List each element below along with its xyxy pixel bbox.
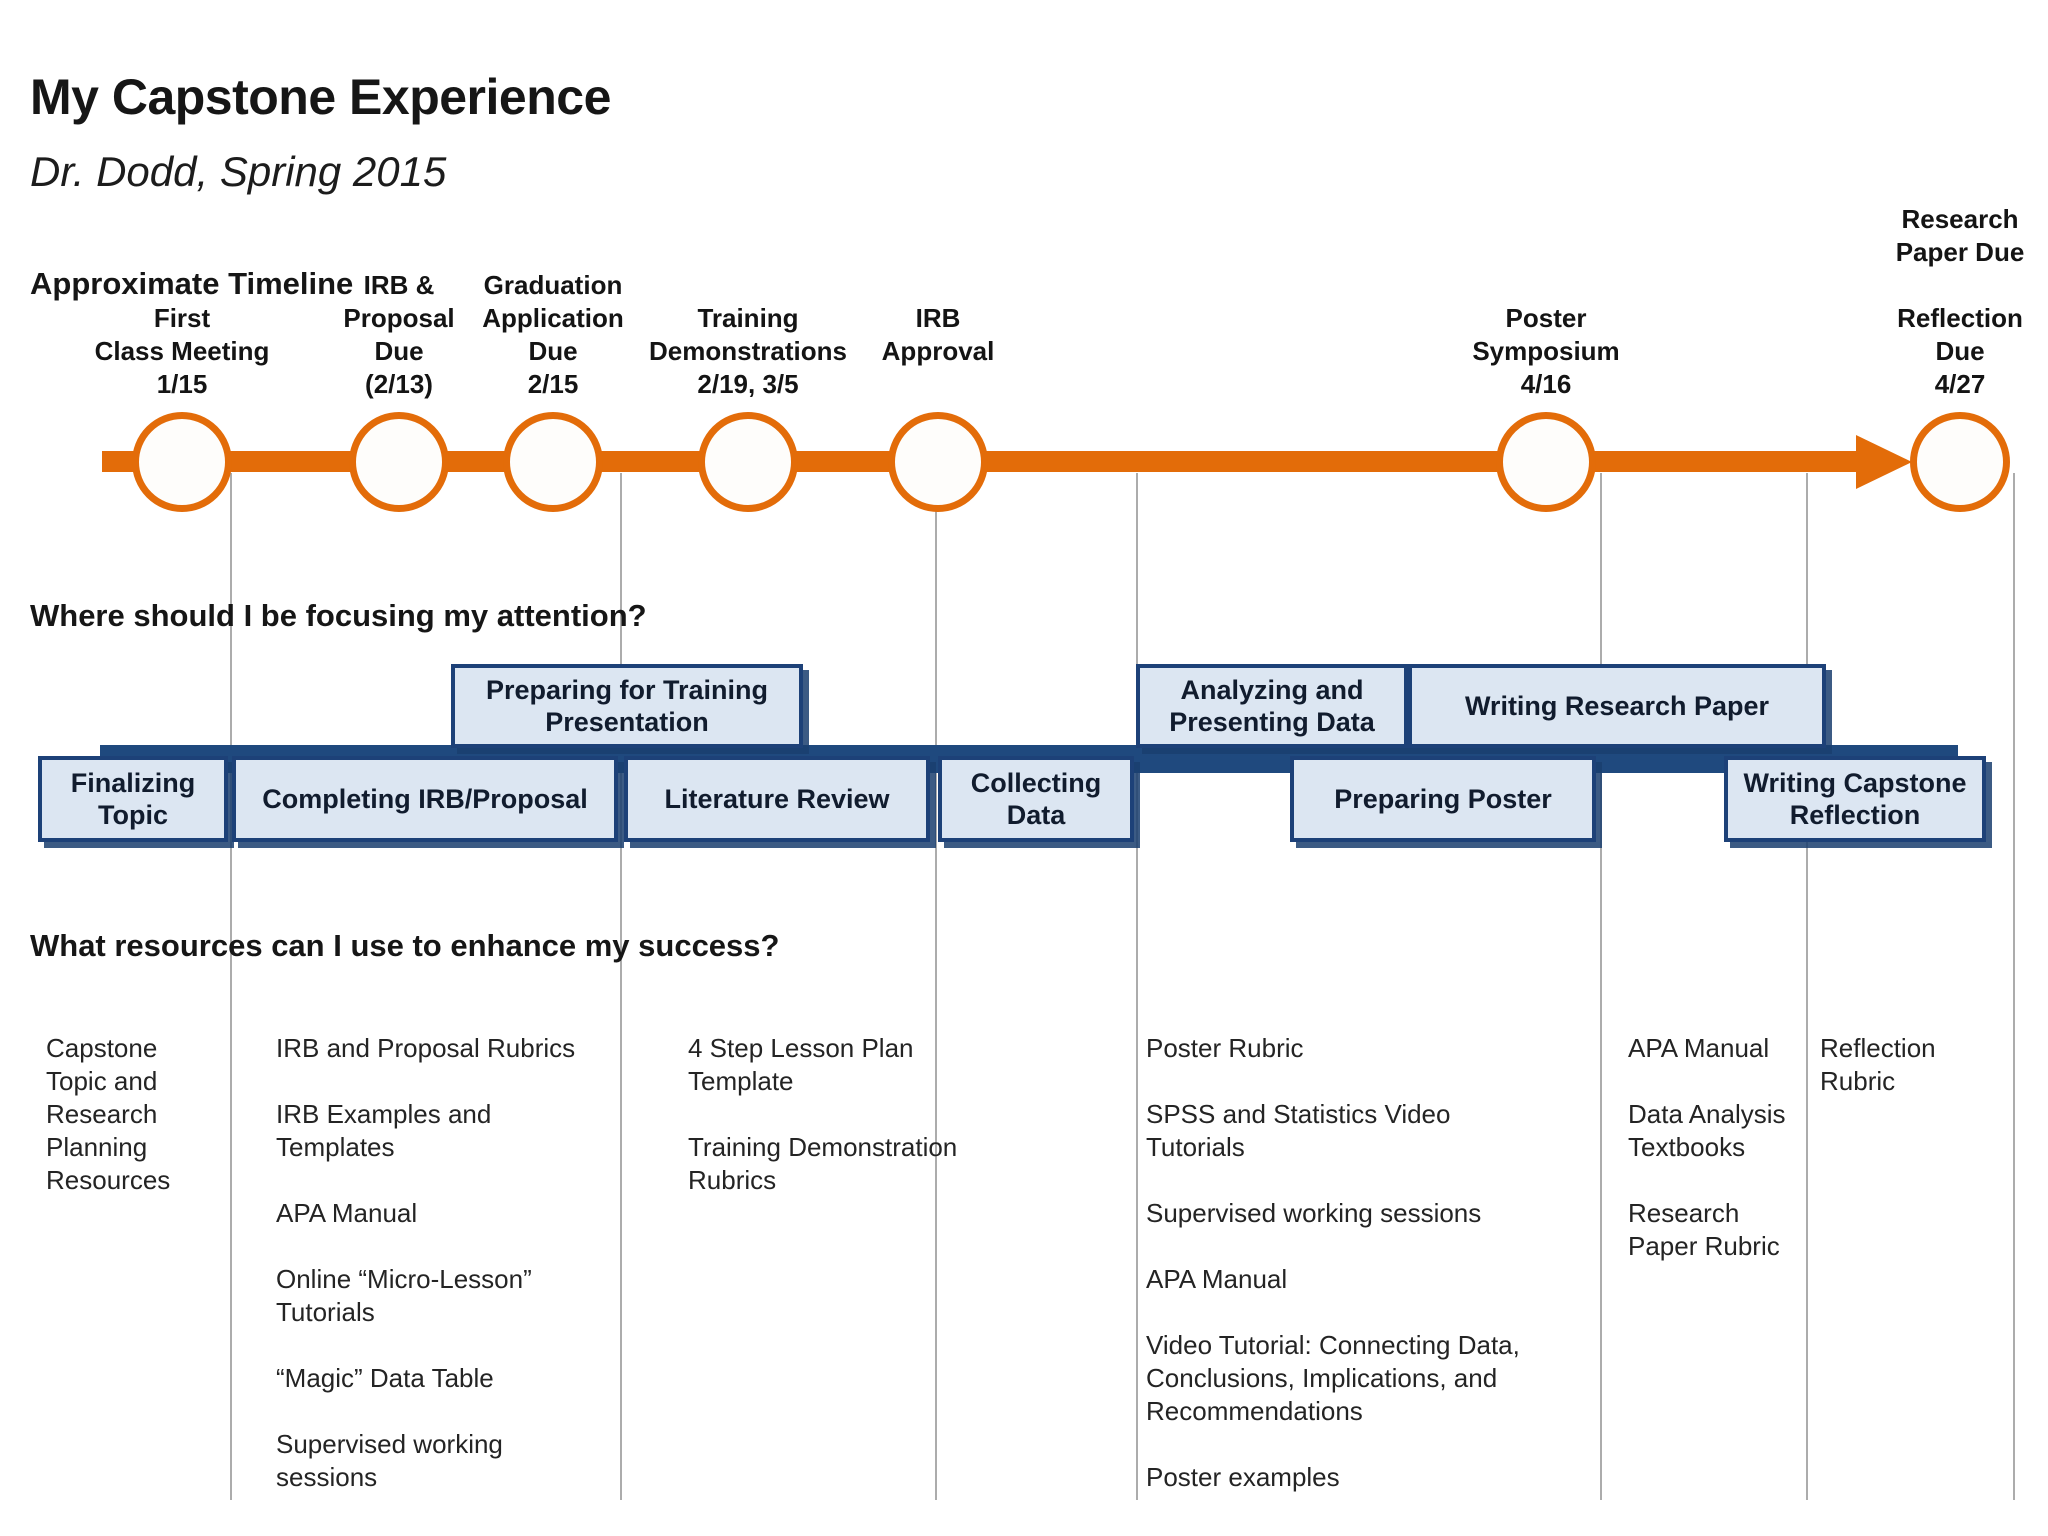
milestone-end-label: Research Paper Due xyxy=(1895,204,2025,267)
resource-item: Online “Micro-Lesson” Tutorials xyxy=(276,1264,532,1327)
resource-item: IRB Examples and Templates xyxy=(276,1099,492,1162)
resource-item: Poster Rubric xyxy=(1146,1033,1304,1063)
resource-item: “Magic” Data Table xyxy=(276,1363,494,1393)
focus-box-literature-review: Literature Review xyxy=(624,756,930,842)
divider-line xyxy=(2013,473,2015,1500)
resource-item: APA Manual xyxy=(1628,1033,1770,1063)
timeline-heading: Approximate Timeline xyxy=(30,266,354,301)
timeline-arrowhead-icon xyxy=(1856,435,1912,489)
resource-item: Training Demonstration Rubrics xyxy=(688,1132,958,1195)
divider-line xyxy=(620,473,622,1500)
focus-box-analyzing-data: Analyzing and Presenting Data xyxy=(1136,664,1408,748)
milestone-circle xyxy=(349,412,449,512)
milestone-circle xyxy=(132,412,232,512)
resource-item: Research Paper Rubric xyxy=(1628,1198,1780,1261)
resource-column-poster-analysis: Poster Rubric SPSS and Statistics Video … xyxy=(1146,1032,1576,1527)
milestone-label: Graduation Application Due 2/15 xyxy=(482,270,624,399)
divider-line xyxy=(1806,473,1808,1500)
resource-item: Supervised working sessions xyxy=(1146,1198,1482,1228)
focus-box-collecting-data: Collecting Data xyxy=(938,756,1134,842)
milestone-label: First Class Meeting 1/15 xyxy=(94,303,270,399)
resource-item: Data Analysis Textbooks xyxy=(1628,1099,1786,1162)
milestone-circle xyxy=(888,412,988,512)
milestone-circle xyxy=(698,412,798,512)
focus-box-writing-paper: Writing Research Paper xyxy=(1408,664,1826,748)
milestone-label: Reflection Due 4/27 xyxy=(1897,303,2023,399)
resource-item: Supervised working sessions xyxy=(276,1429,503,1492)
resource-item: Capstone Topic and Research Planning Res… xyxy=(46,1033,171,1195)
milestone-label: IRB Approval xyxy=(881,303,995,366)
resource-item: Poster examples xyxy=(1146,1462,1340,1492)
milestone-circle xyxy=(1910,412,2010,512)
divider-line xyxy=(935,473,937,1500)
focus-box-capstone-reflection: Writing Capstone Reflection xyxy=(1724,756,1986,842)
resource-item: APA Manual xyxy=(1146,1264,1288,1294)
milestone-label: Poster Symposium 4/16 xyxy=(1472,303,1620,399)
focus-box-finalizing-topic: Finalizing Topic xyxy=(38,756,228,842)
resource-column-paper: APA Manual Data Analysis Textbooks Resea… xyxy=(1628,1032,1828,1296)
resource-column-irb-proposal: IRB and Proposal Rubrics IRB Examples an… xyxy=(276,1032,606,1527)
resource-column-topic-planning: Capstone Topic and Research Planning Res… xyxy=(46,1032,246,1230)
resource-item: IRB and Proposal Rubrics xyxy=(276,1033,576,1063)
resource-column-reflection: Reflection Rubric xyxy=(1820,1032,2000,1131)
resource-item: 4 Step Lesson Plan Template xyxy=(688,1033,914,1096)
divider-line xyxy=(1600,473,1602,1500)
slide-subtitle: Dr. Dodd, Spring 2015 xyxy=(30,148,447,195)
divider-line xyxy=(1136,473,1138,1500)
resource-item: Video Tutorial: Connecting Data, Conclus… xyxy=(1146,1330,1520,1426)
resource-item: APA Manual xyxy=(276,1198,418,1228)
focus-box-preparing-training: Preparing for Training Presentation xyxy=(451,664,803,748)
focus-box-completing-irb: Completing IRB/Proposal xyxy=(232,756,618,842)
focus-heading: Where should I be focusing my attention? xyxy=(30,598,647,633)
milestone-circle xyxy=(1496,412,1596,512)
resource-item: SPSS and Statistics Video Tutorials xyxy=(1146,1099,1451,1162)
resources-heading: What resources can I use to enhance my s… xyxy=(30,928,780,963)
focus-box-preparing-poster: Preparing Poster xyxy=(1290,756,1596,842)
milestone-circle xyxy=(503,412,603,512)
resource-item: Reflection Rubric xyxy=(1820,1033,1936,1096)
milestone-label: Training Demonstrations 2/19, 3/5 xyxy=(649,303,847,399)
slide-title: My Capstone Experience xyxy=(30,69,611,125)
divider-line xyxy=(230,473,232,1500)
milestone-label: IRB & Proposal Due (2/13) xyxy=(343,270,455,399)
resource-column-training: 4 Step Lesson Plan Template Training Dem… xyxy=(688,1032,998,1230)
